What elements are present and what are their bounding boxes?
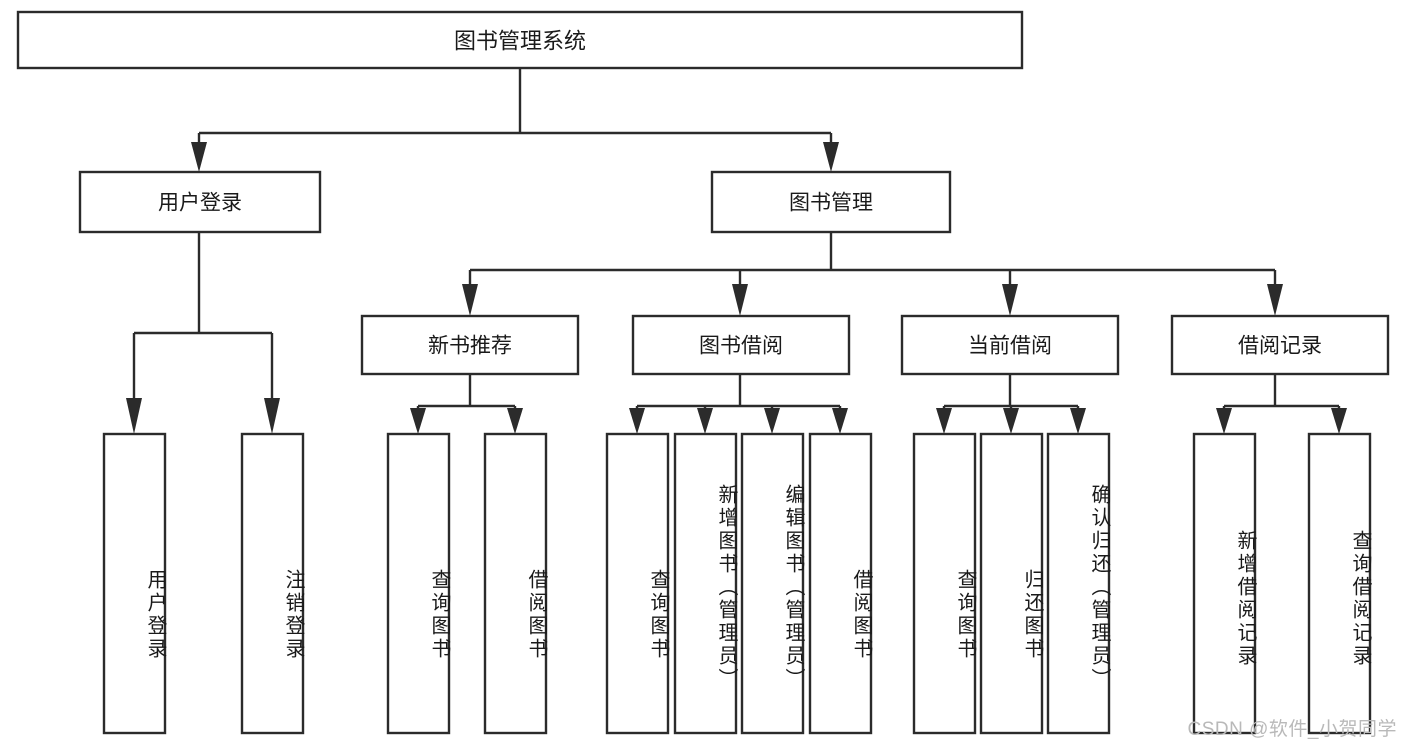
arrow-head-borrow-record	[1267, 284, 1283, 316]
arrow-head-leaf-query-book-3	[936, 408, 952, 434]
leaf-box-edit-book[interactable]	[740, 432, 805, 735]
leaf-boxes	[102, 432, 1372, 735]
node-borrow-record-box[interactable]	[1170, 314, 1390, 376]
node-book-borrow[interactable]: 图书借阅	[631, 314, 851, 376]
node-new-book-recommend[interactable]: 新书推荐	[360, 314, 580, 376]
leaf-box-query-book-1[interactable]	[386, 432, 451, 735]
arrow-head-leaf-confirm-return	[1070, 408, 1086, 434]
node-book-borrow-label: 图书借阅	[699, 335, 783, 358]
node-book-borrow-box[interactable]	[631, 314, 851, 376]
arrow-head-leaf-query-book-1	[410, 408, 426, 434]
connector-group-book-borrow	[629, 374, 848, 434]
leaf-box-logout-login[interactable]	[240, 432, 305, 735]
leaf-box-user-login[interactable]	[102, 432, 167, 735]
connector-group-user-login	[126, 232, 280, 434]
connector-group-root	[191, 68, 839, 172]
arrow-head-leaf-add-record	[1216, 408, 1232, 434]
connector-group-current-borrow	[936, 374, 1086, 434]
leaf-box-add-record[interactable]	[1192, 432, 1257, 735]
node-user-login-box[interactable]	[78, 170, 322, 234]
leaf-box-query-book-2[interactable]	[605, 432, 670, 735]
arrow-head-user-login	[191, 142, 207, 172]
leaf-box-borrow-book-1[interactable]	[483, 432, 548, 735]
watermark-text: CSDN @软件_小贺同学	[1187, 719, 1397, 740]
node-borrow-record[interactable]: 借阅记录	[1170, 314, 1390, 376]
node-book-manage[interactable]: 图书管理	[710, 170, 952, 234]
arrow-head-leaf-return-book	[1003, 408, 1019, 434]
arrow-head-book-borrow	[732, 284, 748, 316]
node-new-book-recommend-box[interactable]	[360, 314, 580, 376]
leaf-box-query-record[interactable]	[1307, 432, 1372, 735]
node-new-book-recommend-label: 新书推荐	[428, 335, 512, 358]
arrow-head-current-borrow	[1002, 284, 1018, 316]
arrow-head-leaf-add-book	[697, 408, 713, 434]
node-user-login[interactable]: 用户登录	[78, 170, 322, 234]
node-root-box[interactable]	[16, 10, 1024, 70]
leaf-box-return-book[interactable]	[979, 432, 1044, 735]
connector-group-book-manage	[462, 232, 1283, 316]
connector-group-new-book-recommend	[410, 374, 523, 434]
arrow-head-leaf-borrow-book-2	[832, 408, 848, 434]
node-book-manage-label: 图书管理	[789, 192, 873, 215]
leaf-box-confirm-return[interactable]	[1046, 432, 1111, 735]
node-current-borrow-label: 当前借阅	[968, 335, 1052, 358]
arrow-head-leaf-user-login	[126, 398, 142, 434]
leaf-box-query-book-3[interactable]	[912, 432, 977, 735]
arrow-head-leaf-logout-login	[264, 398, 280, 434]
leaf-box-borrow-book-2[interactable]	[808, 432, 873, 735]
node-borrow-record-label: 借阅记录	[1238, 335, 1322, 358]
arrow-head-new-book-recommend	[462, 284, 478, 316]
node-current-borrow[interactable]: 当前借阅	[900, 314, 1120, 376]
node-current-borrow-box[interactable]	[900, 314, 1120, 376]
arrow-head-leaf-borrow-book-1	[507, 408, 523, 434]
node-user-login-label: 用户登录	[158, 192, 242, 215]
leaf-box-add-book[interactable]	[673, 432, 738, 735]
arrow-head-leaf-query-book-2	[629, 408, 645, 434]
arrow-head-leaf-query-record	[1331, 408, 1347, 434]
node-root[interactable]: 图书管理系统	[16, 10, 1024, 70]
node-root-label: 图书管理系统	[454, 29, 586, 54]
connector-group-borrow-record	[1216, 374, 1347, 434]
node-book-manage-box[interactable]	[710, 170, 952, 234]
arrow-head-leaf-edit-book	[764, 408, 780, 434]
arrow-head-book-manage	[823, 142, 839, 172]
